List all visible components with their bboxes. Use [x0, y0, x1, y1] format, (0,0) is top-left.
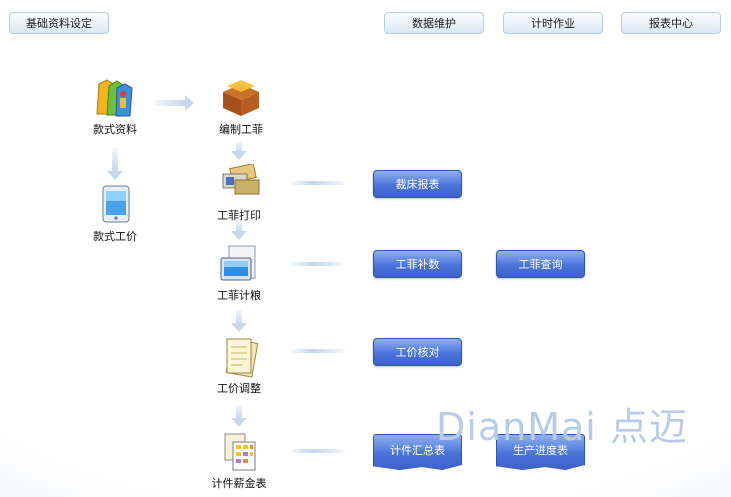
node-compile-ticket[interactable]: 编制工菲	[201, 78, 281, 137]
watermark: DianMai 点迈	[436, 405, 688, 449]
node-style-price[interactable]: 款式工价	[75, 185, 155, 244]
production-progress-button[interactable]: 生产进度表	[496, 434, 585, 470]
node-ticket-print[interactable]: 工菲打印	[199, 163, 279, 223]
arrow-compile-to-print	[231, 142, 247, 160]
tickets-icon	[217, 163, 261, 204]
arrow-style-to-price	[107, 148, 123, 180]
ticket-count-label: 工菲计粮	[217, 289, 261, 302]
box-icon	[219, 78, 263, 118]
ticket-supplement-button[interactable]: 工菲补数	[373, 250, 462, 278]
clothing-icon	[93, 78, 137, 118]
node-ticket-count[interactable]: 工菲计粮	[199, 244, 279, 303]
arrow-style-to-compile	[155, 95, 194, 111]
ticket-query-button[interactable]: 工菲查询	[496, 250, 585, 278]
arrow-adjust-to-salary	[231, 405, 247, 427]
price-adjust-label: 工价调整	[217, 382, 261, 395]
connector-salary-to-summary	[292, 449, 344, 453]
monitor-icon	[217, 244, 261, 284]
piece-salary-label: 计件薪金表	[211, 477, 267, 490]
connector-print-to-cutting	[292, 181, 344, 185]
spreadsheet-icon	[217, 432, 261, 472]
style-price-label: 款式工价	[93, 230, 137, 243]
node-style-info[interactable]: 款式资料	[75, 78, 155, 137]
connector-count-to-supplement	[292, 262, 344, 266]
piece-summary-button[interactable]: 计件汇总表	[373, 434, 462, 470]
style-info-label: 款式资料	[93, 123, 137, 136]
arrow-count-to-adjust	[231, 310, 247, 332]
connector-adjust-to-check	[292, 349, 344, 353]
arrow-print-to-count	[231, 220, 247, 240]
tablet-icon	[93, 185, 137, 225]
compile-ticket-label: 编制工菲	[219, 123, 263, 136]
cutting-report-button[interactable]: 裁床报表	[373, 170, 462, 198]
tab-piecework[interactable]: 计时作业	[503, 12, 603, 34]
price-check-button[interactable]: 工价核对	[373, 338, 462, 366]
notepad-icon	[217, 337, 261, 378]
tab-basic-settings[interactable]: 基础资料设定	[9, 12, 109, 34]
node-price-adjust[interactable]: 工价调整	[199, 337, 279, 396]
ticket-print-label: 工菲打印	[217, 209, 261, 222]
tab-report-center[interactable]: 报表中心	[621, 12, 721, 34]
node-piece-salary[interactable]: 计件薪金表	[199, 432, 279, 491]
tab-data-maintenance[interactable]: 数据维护	[384, 12, 484, 34]
